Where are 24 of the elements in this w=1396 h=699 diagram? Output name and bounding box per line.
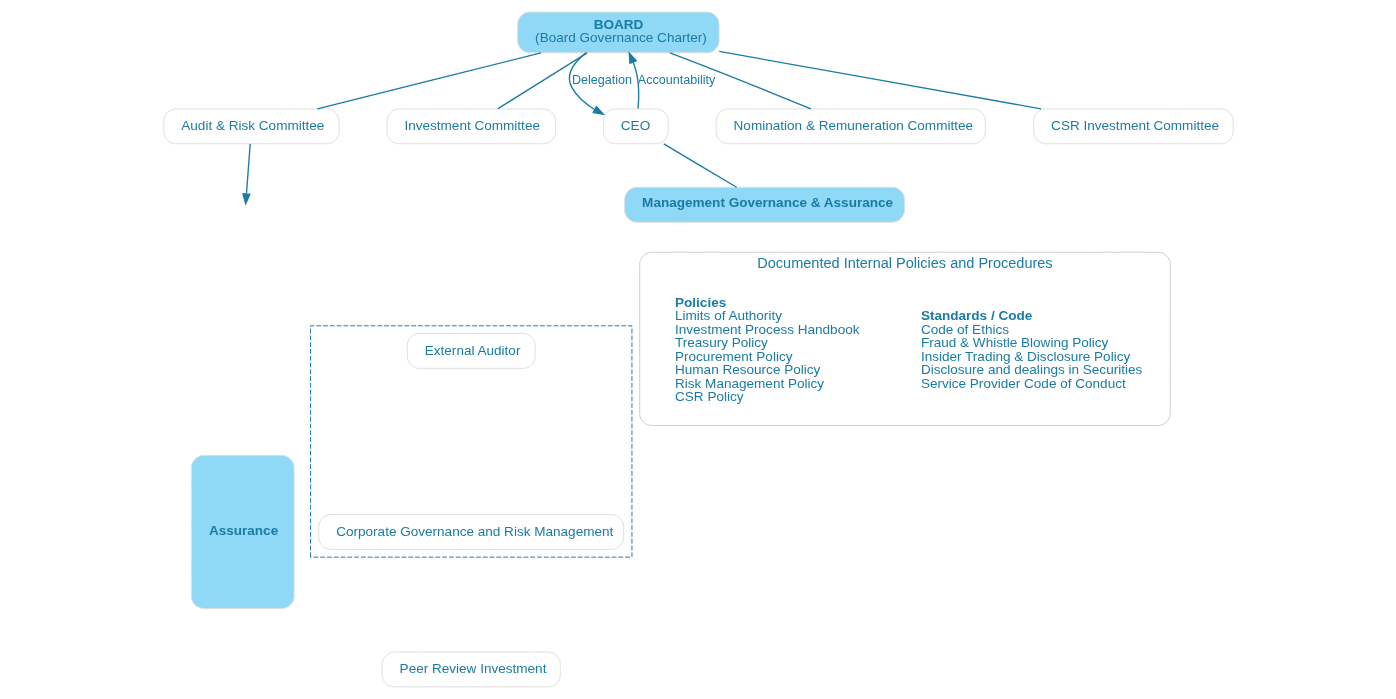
node-box: Assurance [190, 455, 295, 609]
node-box: Corporate Governance and Risk Management [317, 514, 624, 550]
edge-label: Delegation [571, 73, 632, 88]
connector [718, 50, 1042, 110]
connector [316, 52, 542, 110]
arrow [241, 143, 251, 206]
node-box: Peer Review Investment [381, 651, 561, 688]
node-box: CEO [602, 108, 669, 145]
connector [662, 143, 737, 188]
arrow [568, 52, 605, 116]
node-box: Management Governance & Assurance [623, 186, 905, 223]
arrow [628, 51, 639, 110]
node-box: Nomination & Remuneration Committee [715, 108, 986, 145]
node-box: Audit & Risk Committee [162, 108, 340, 145]
cluster [309, 325, 632, 558]
node-box: External Auditor [406, 333, 536, 369]
node-box: Investment Committee [386, 108, 556, 145]
node-text: Standards / Code Code of Ethics Fraud & Whistle Blowing Policy Insider Trading & Disclosure Policy Disclosure and dealings in Securities Service Provider Code of Conduct [920, 308, 1142, 391]
node-box: CSR Investment Committee [1032, 108, 1234, 145]
connector [496, 52, 588, 110]
node-text: Policies Limits of Authority Investment Process Handbook Treasury Policy Procurement Policy Human Resource Policy Risk Management Policy CSR Policy [674, 294, 860, 405]
connector [668, 52, 812, 110]
edge-label: Accountability [637, 73, 715, 88]
node-box: BOARD (Board Governance Charter) [516, 11, 720, 54]
